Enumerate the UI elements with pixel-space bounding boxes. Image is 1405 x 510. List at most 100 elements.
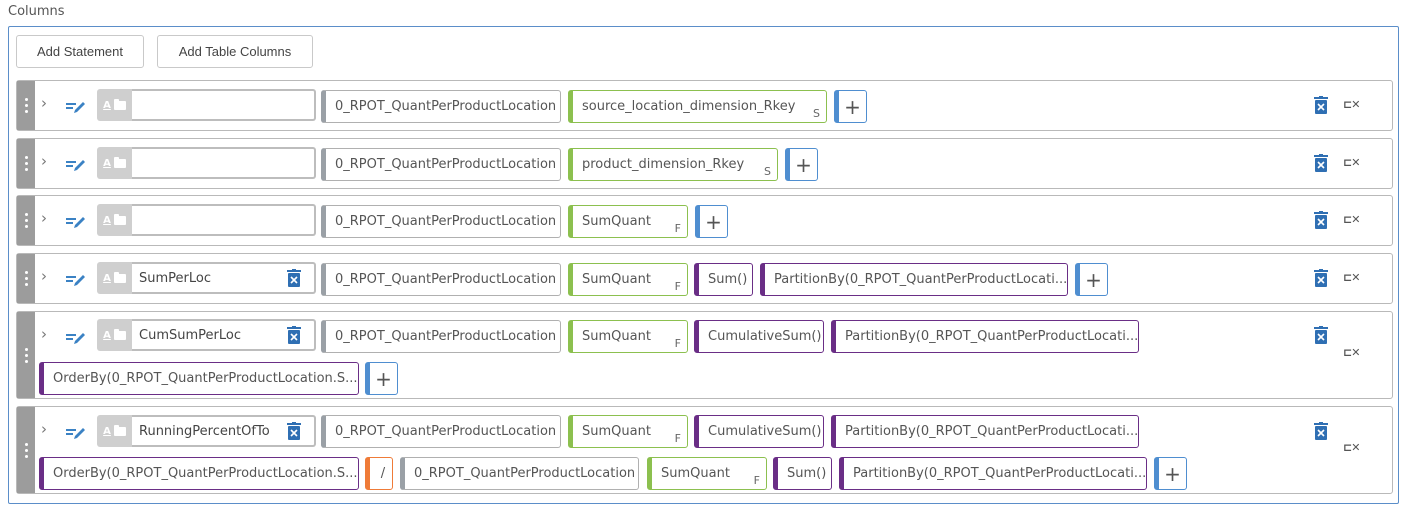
- plus-icon: +: [844, 94, 861, 119]
- function-chip[interactable]: CumulativeSum(): [694, 415, 824, 448]
- order-chip[interactable]: OrderBy(0_RPOT_QuantPerProductLocation.S…: [39, 362, 359, 395]
- operator-chip[interactable]: /: [365, 457, 393, 490]
- drag-handle[interactable]: [17, 196, 35, 245]
- alias-label[interactable]: A: [97, 415, 132, 447]
- expand-chevron-icon[interactable]: ›: [41, 325, 47, 343]
- folder-icon: [113, 424, 126, 436]
- order-text: OrderBy(0_RPOT_QuantPerProductLocation.S…: [53, 371, 358, 386]
- delete-icon[interactable]: [1314, 96, 1328, 114]
- source-table-text: 0_RPOT_QuantPerProductLocation: [335, 272, 557, 287]
- add-element-button[interactable]: +: [785, 148, 818, 181]
- add-element-button[interactable]: +: [834, 90, 867, 123]
- function-text: CumulativeSum(): [708, 424, 822, 439]
- column-name-input[interactable]: [132, 204, 316, 236]
- statement-row: › A 0_RPOT_QuantPerProductLocation sourc…: [16, 80, 1393, 131]
- source-table-chip-2[interactable]: 0_RPOT_QuantPerProductLocation: [400, 457, 639, 490]
- delete-icon[interactable]: [1314, 154, 1328, 172]
- function-chip[interactable]: Sum(): [694, 263, 753, 296]
- add-element-button[interactable]: +: [365, 362, 398, 395]
- partition-text: PartitionBy(0_RPOT_QuantPerProductLocati…: [774, 272, 1068, 287]
- drag-handle[interactable]: [17, 81, 35, 130]
- field-type-badge: F: [674, 222, 681, 235]
- expand-chevron-icon[interactable]: ›: [41, 267, 47, 285]
- field-type-badge: F: [674, 280, 681, 293]
- folder-icon: [113, 213, 126, 225]
- delete-name-icon[interactable]: [287, 269, 301, 287]
- field-type-badge: S: [813, 107, 820, 120]
- clear-icon[interactable]: ⊏✕: [1343, 441, 1360, 454]
- column-name-input[interactable]: RunningPercentOfTo: [132, 415, 316, 447]
- drag-handle[interactable]: [17, 312, 35, 398]
- column-name-input[interactable]: SumPerLoc: [132, 262, 316, 294]
- source-table-chip[interactable]: 0_RPOT_QuantPerProductLocation: [321, 148, 561, 181]
- clear-icon[interactable]: ⊏✕: [1343, 346, 1360, 359]
- field-text: SumQuant: [582, 424, 651, 439]
- source-table-chip[interactable]: 0_RPOT_QuantPerProductLocation: [321, 205, 561, 238]
- function-chip[interactable]: CumulativeSum(): [694, 320, 824, 353]
- field-type-badge: F: [674, 337, 681, 350]
- delete-icon[interactable]: [1314, 422, 1328, 440]
- column-name-input[interactable]: [132, 147, 316, 179]
- drag-handle[interactable]: [17, 254, 35, 303]
- partition-chip-2[interactable]: PartitionBy(0_RPOT_QuantPerProductLocati…: [839, 457, 1147, 490]
- delete-icon[interactable]: [1314, 269, 1328, 287]
- edit-icon[interactable]: [65, 98, 87, 114]
- expand-chevron-icon[interactable]: ›: [41, 420, 47, 438]
- a-icon: A: [103, 157, 111, 169]
- field-text: SumQuant: [661, 466, 730, 481]
- add-element-button[interactable]: +: [1154, 457, 1187, 490]
- column-name-text: RunningPercentOfTo: [139, 423, 270, 439]
- edit-icon[interactable]: [65, 213, 87, 229]
- function-chip-2[interactable]: Sum(): [773, 457, 832, 490]
- edit-icon[interactable]: [65, 329, 87, 345]
- edit-icon[interactable]: [65, 424, 87, 440]
- expand-chevron-icon[interactable]: ›: [41, 94, 47, 112]
- add-table-columns-button[interactable]: Add Table Columns: [157, 35, 313, 68]
- source-table-text: 0_RPOT_QuantPerProductLocation: [414, 466, 636, 481]
- column-name-input[interactable]: [132, 89, 316, 121]
- alias-label[interactable]: A: [97, 147, 132, 179]
- alias-label[interactable]: A: [97, 204, 132, 236]
- alias-label[interactable]: A: [97, 262, 132, 294]
- clear-icon[interactable]: ⊏✕: [1343, 213, 1360, 226]
- partition-chip[interactable]: PartitionBy(0_RPOT_QuantPerProductLocati…: [831, 320, 1139, 353]
- source-table-chip[interactable]: 0_RPOT_QuantPerProductLocation: [321, 415, 561, 448]
- partition-chip[interactable]: PartitionBy(0_RPOT_QuantPerProductLocati…: [831, 415, 1139, 448]
- expand-chevron-icon[interactable]: ›: [41, 209, 47, 227]
- add-element-button[interactable]: +: [695, 205, 728, 238]
- column-name-input[interactable]: CumSumPerLoc: [132, 319, 316, 351]
- alias-label[interactable]: A: [97, 89, 132, 121]
- add-element-button[interactable]: +: [1075, 263, 1108, 296]
- statement-row: › A CumSumPerLoc 0_RPOT_QuantPerProductL…: [16, 311, 1393, 399]
- delete-icon[interactable]: [1314, 211, 1328, 229]
- order-chip[interactable]: OrderBy(0_RPOT_QuantPerProductLocation.S…: [39, 457, 359, 490]
- source-table-chip[interactable]: 0_RPOT_QuantPerProductLocation: [321, 320, 561, 353]
- drag-handle[interactable]: [17, 407, 35, 493]
- delete-icon[interactable]: [1314, 326, 1328, 344]
- source-table-chip[interactable]: 0_RPOT_QuantPerProductLocation: [321, 263, 561, 296]
- edit-icon[interactable]: [65, 156, 87, 172]
- drag-handle[interactable]: [17, 139, 35, 188]
- statement-row: › A 0_RPOT_QuantPerProductLocation SumQu…: [16, 195, 1393, 246]
- clear-icon[interactable]: ⊏✕: [1343, 156, 1360, 169]
- clear-icon[interactable]: ⊏✕: [1343, 98, 1360, 111]
- alias-label[interactable]: A: [97, 319, 132, 351]
- plus-icon: +: [1085, 267, 1102, 292]
- edit-icon[interactable]: [65, 271, 87, 287]
- order-text: OrderBy(0_RPOT_QuantPerProductLocation.S…: [53, 466, 358, 481]
- delete-name-icon[interactable]: [287, 422, 301, 440]
- clear-icon[interactable]: ⊏✕: [1343, 271, 1360, 284]
- delete-name-icon[interactable]: [287, 326, 301, 344]
- partition-text: PartitionBy(0_RPOT_QuantPerProductLocati…: [845, 329, 1139, 344]
- expand-chevron-icon[interactable]: ›: [41, 152, 47, 170]
- partition-chip[interactable]: PartitionBy(0_RPOT_QuantPerProductLocati…: [760, 263, 1068, 296]
- add-statement-button[interactable]: Add Statement: [16, 35, 144, 68]
- source-table-chip[interactable]: 0_RPOT_QuantPerProductLocation: [321, 90, 561, 123]
